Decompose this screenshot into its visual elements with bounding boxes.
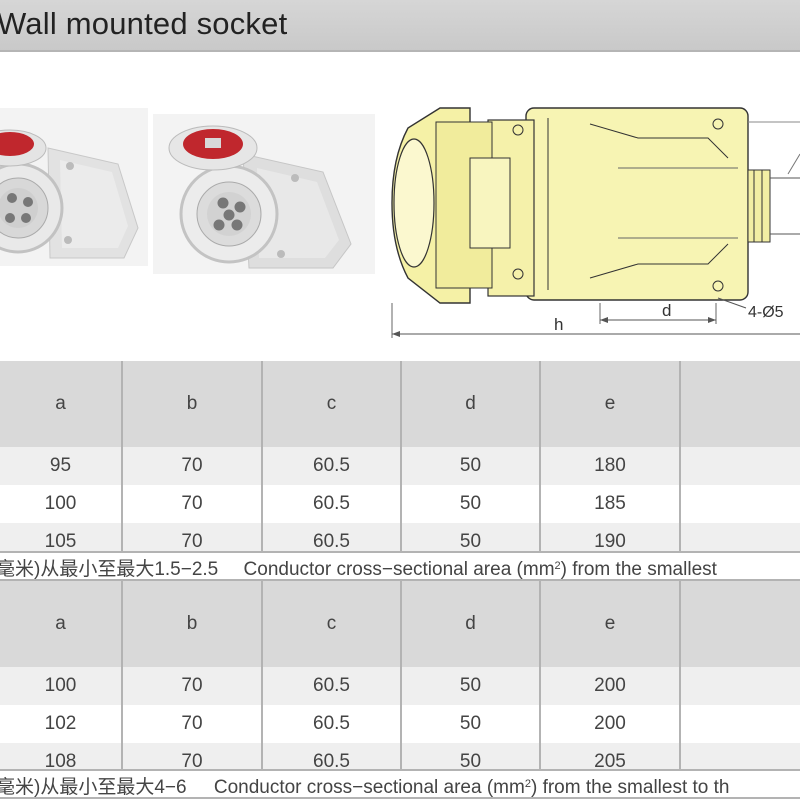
- technical-drawing: d 4-Ø5 h: [378, 98, 800, 350]
- table-cell: 95: [0, 447, 123, 485]
- header-cell: [680, 361, 800, 447]
- holes-label: 4-Ø5: [748, 304, 784, 321]
- header-cell: b: [122, 361, 263, 447]
- dimension-table-2: a b c d e 100 70 60.5 50 200 102 70 60.5…: [0, 581, 800, 781]
- header-cell: a: [0, 581, 123, 667]
- product-photo-2: [153, 114, 375, 274]
- table-cell: 180: [540, 447, 681, 485]
- table-cell: 102: [0, 705, 123, 743]
- header-cell: c: [262, 581, 402, 667]
- note-en-pre: Conductor cross−sectional area (mm: [213, 777, 525, 798]
- table-cell: 185: [540, 485, 681, 523]
- table-cell: [680, 447, 800, 485]
- header-cell: c: [262, 361, 402, 447]
- note-cn: 毫米)从最小至最大1.5−2.5: [0, 559, 219, 580]
- table-cell: 200: [540, 667, 681, 705]
- table-header: a b c d e: [0, 581, 800, 667]
- table-header: a b c d e: [0, 361, 800, 447]
- dimension-table-1: a b c d e 95 70 60.5 50 180 100 70 60.5 …: [0, 361, 800, 561]
- table-cell: [680, 667, 800, 705]
- table-cell: [680, 485, 800, 523]
- header-cell: e: [540, 361, 681, 447]
- table-cell: 200: [540, 705, 681, 743]
- conductor-note-1: 毫米)从最小至最大1.5−2.5 Conductor cross−section…: [0, 551, 800, 581]
- note-en: Conductor cross−sectional area (mm2) fro…: [213, 771, 730, 798]
- table-cell: 60.5: [262, 447, 402, 485]
- conductor-note-2: 毫米)从最小至最大4−6 Conductor cross−sectional a…: [0, 769, 800, 799]
- table-cell: 70: [122, 447, 263, 485]
- note-en-pre: Conductor cross−sectional area (mm: [243, 559, 555, 580]
- table-cell: 50: [401, 447, 541, 485]
- header-cell: d: [401, 361, 541, 447]
- table-cell: 60.5: [262, 667, 402, 705]
- table-row: 95 70 60.5 50 180: [0, 447, 800, 485]
- note-en: Conductor cross−sectional area (mm2) fro…: [243, 553, 717, 580]
- dimension-d-label: d: [662, 301, 671, 320]
- table-cell: 70: [122, 667, 263, 705]
- header-cell: b: [122, 581, 263, 667]
- note-en-post: ) from the smallest: [560, 559, 717, 580]
- header-cell: e: [540, 581, 681, 667]
- table-cell: 60.5: [262, 485, 402, 523]
- table-cell: 100: [0, 667, 123, 705]
- title-bar: Wall mounted socket: [0, 0, 800, 52]
- product-photo-1: [0, 108, 148, 266]
- table-cell: 50: [401, 485, 541, 523]
- table-cell: [680, 705, 800, 743]
- table-cell: 50: [401, 667, 541, 705]
- header-cell: [680, 581, 800, 667]
- note-en-post: ) from the smallest to th: [530, 777, 730, 798]
- table-row: 100 70 60.5 50 200: [0, 667, 800, 705]
- header-cell: d: [401, 581, 541, 667]
- table-cell: 100: [0, 485, 123, 523]
- table-cell: 60.5: [262, 705, 402, 743]
- table-cell: 70: [122, 705, 263, 743]
- table-row: 102 70 60.5 50 200: [0, 705, 800, 743]
- header-cell: a: [0, 361, 123, 447]
- table-cell: 50: [401, 705, 541, 743]
- note-cn: 毫米)从最小至最大4−6: [0, 777, 187, 798]
- page-title: Wall mounted socket: [0, 6, 288, 41]
- note-sup: 2: [554, 560, 561, 572]
- note-sup: 2: [524, 778, 531, 790]
- table-row: 100 70 60.5 50 185: [0, 485, 800, 523]
- dimension-h-label: h: [554, 315, 563, 334]
- table-cell: 70: [122, 485, 263, 523]
